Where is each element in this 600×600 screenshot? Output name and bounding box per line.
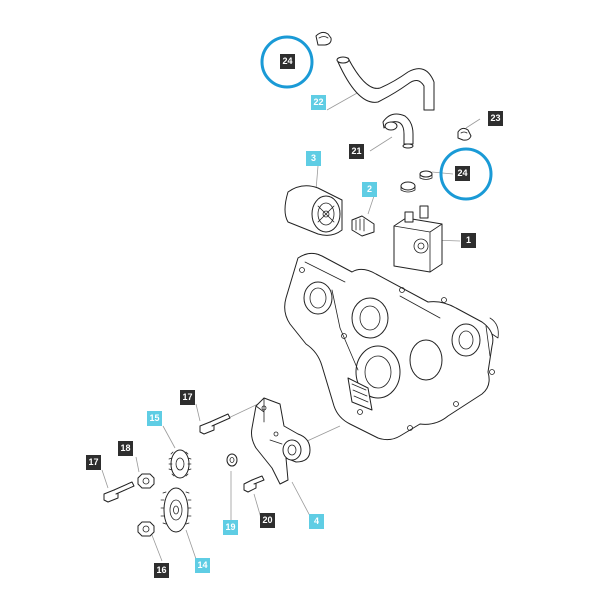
idler-gear-small: [168, 449, 192, 479]
callout-3: 3: [306, 151, 321, 166]
highlight-circle-top: [260, 35, 314, 89]
coolant-hose: [336, 56, 435, 111]
oil-cooler: [393, 205, 443, 273]
timing-cover-housing: [284, 252, 499, 441]
callout-20: 20: [260, 513, 275, 528]
oil-filter: [284, 185, 343, 236]
threaded-connector: [351, 215, 375, 237]
callout-15: 15: [147, 411, 162, 426]
flange-nut: [137, 521, 155, 537]
elbow-hose: [382, 113, 414, 149]
oil-pump-body: [251, 397, 311, 485]
callout-2: 2: [362, 182, 377, 197]
hex-nut: [137, 473, 155, 489]
callout-17-lower: 17: [86, 455, 101, 470]
mounting-bolt: [243, 475, 265, 493]
callout-22: 22: [311, 95, 326, 110]
callout-24-top: 24: [280, 54, 295, 69]
callout-1: 1: [461, 233, 476, 248]
callout-4: 4: [309, 514, 324, 529]
leader-lines: [101, 87, 481, 562]
callout-14: 14: [195, 558, 210, 573]
hose-clamp-right: [457, 127, 472, 141]
callout-23: 23: [488, 111, 503, 126]
callout-17-upper: 17: [180, 390, 195, 405]
bolt-lower: [103, 481, 135, 503]
hose-clamp-top: [315, 31, 332, 46]
highlight-circle-right: [439, 147, 493, 201]
bolt-upper: [199, 413, 231, 435]
drive-gear-large: [160, 487, 192, 533]
callout-16: 16: [154, 563, 169, 578]
callout-19: 19: [223, 520, 238, 535]
callout-24-right: 24: [455, 166, 470, 181]
washer: [226, 453, 238, 467]
callout-18: 18: [118, 441, 133, 456]
cooler-fittings: [400, 170, 433, 193]
callout-21: 21: [349, 144, 364, 159]
